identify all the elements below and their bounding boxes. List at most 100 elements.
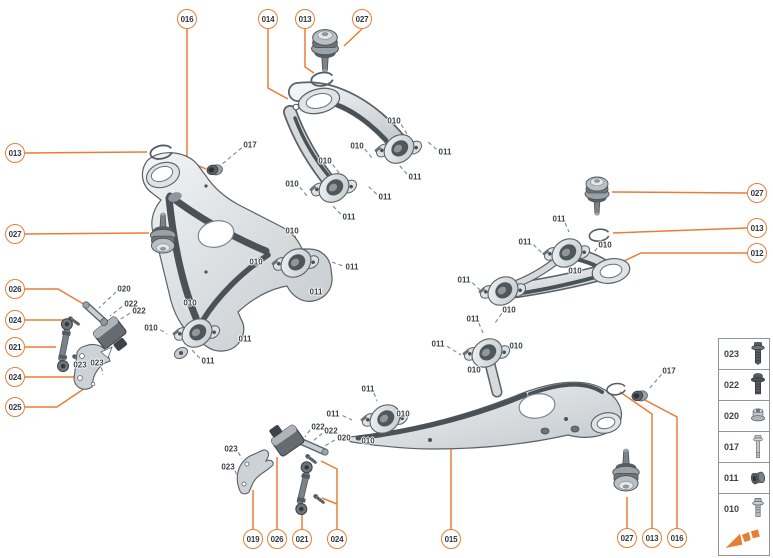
- leader-line-016: [186, 29, 207, 170]
- dash-leader: [373, 392, 378, 402]
- dash-leader: [426, 140, 437, 150]
- callout-013[interactable]: 013: [642, 528, 662, 548]
- part-label-010: 010: [509, 341, 523, 351]
- callout-026[interactable]: 026: [5, 279, 25, 299]
- callout-024[interactable]: 024: [327, 529, 347, 549]
- dash-leader: [98, 291, 117, 309]
- legend-item-010[interactable]: 010: [719, 494, 769, 524]
- leader-line-014: [267, 29, 289, 100]
- legend-footer-nav[interactable]: [719, 524, 769, 555]
- part-label-010: 010: [318, 156, 332, 166]
- sensor-bracket: [236, 449, 274, 495]
- legend-item-icon: [753, 435, 763, 459]
- part-label-010: 010: [285, 179, 299, 189]
- callout-027[interactable]: 027: [5, 224, 25, 244]
- dash-leader: [312, 432, 323, 442]
- dash-leader: [109, 306, 123, 317]
- callout-019[interactable]: 019: [243, 529, 263, 549]
- part-label-022: 022: [124, 299, 138, 309]
- leader-line-025: [25, 385, 89, 408]
- callout-013[interactable]: 013: [295, 9, 315, 29]
- part-label-011: 011: [552, 214, 566, 224]
- back-arrow-icon: [725, 526, 761, 553]
- legend-item-code: 023: [724, 349, 740, 360]
- part-label-022: 022: [324, 426, 338, 436]
- legend-item-020[interactable]: 020: [719, 401, 769, 433]
- ride-height-sensor-assembly-right: [236, 424, 329, 516]
- dash-leader: [220, 147, 243, 166]
- callout-016[interactable]: 016: [177, 9, 197, 29]
- dash-leader: [472, 282, 482, 292]
- part-label-010: 010: [183, 298, 197, 308]
- callout-015[interactable]: 015: [441, 529, 461, 549]
- part-label-011: 011: [466, 314, 480, 324]
- upper-control-arm-left-illustration: [283, 29, 425, 213]
- leader-line-013: [24, 151, 148, 154]
- part-label-011: 011: [431, 339, 445, 349]
- part-label-011: 011: [457, 275, 471, 285]
- part-label-022: 022: [132, 306, 146, 316]
- leader-line-024: [25, 363, 79, 378]
- dash-leader: [648, 373, 663, 390]
- callout-016[interactable]: 016: [667, 528, 687, 548]
- part-label-022: 022: [311, 422, 325, 432]
- part-label-011: 011: [238, 334, 252, 344]
- front-lower-control-arm-right-illustration: [347, 328, 650, 492]
- callout-014[interactable]: 014: [258, 9, 278, 29]
- dash-leader: [100, 367, 104, 376]
- leader-line-024: [320, 460, 338, 529]
- dash-leader: [342, 415, 353, 421]
- legend-item-022[interactable]: 022: [719, 370, 769, 402]
- part-label-020: 020: [337, 433, 351, 443]
- dash-leader: [332, 163, 340, 174]
- part-label-017: 017: [662, 366, 676, 376]
- callout-012[interactable]: 012: [747, 243, 767, 263]
- legend-item-023[interactable]: 023: [719, 339, 769, 371]
- callout-021[interactable]: 021: [292, 529, 312, 549]
- sensor-link-rod: [292, 460, 316, 516]
- part-label-010: 010: [361, 436, 375, 446]
- legend-item-code: 011: [724, 473, 739, 484]
- part-label-010: 010: [350, 141, 364, 151]
- part-label-020: 020: [117, 284, 131, 294]
- part-label-010: 010: [467, 365, 481, 375]
- callout-024[interactable]: 024: [5, 310, 25, 330]
- part-label-010: 010: [568, 266, 582, 276]
- legend-item-icon: [752, 498, 764, 518]
- rubber-bushing: [205, 162, 225, 178]
- callout-027[interactable]: 027: [617, 528, 637, 548]
- dash-leader: [160, 329, 168, 335]
- dash-leader: [304, 429, 311, 438]
- part-label-011: 011: [408, 172, 422, 182]
- sensor-link-rod: [54, 317, 76, 373]
- part-label-011: 011: [438, 147, 452, 157]
- leader-line-027: [611, 191, 748, 194]
- ball-joint: [584, 176, 610, 216]
- dash-leader: [234, 470, 238, 477]
- callout-027[interactable]: 027: [352, 9, 372, 29]
- part-label-011: 011: [361, 384, 375, 394]
- hardware-legend: 023 022 020 017 011: [718, 338, 770, 556]
- legend-item-icon: [750, 471, 766, 485]
- callout-024[interactable]: 024: [5, 367, 25, 387]
- front-lower-control-arm-left-illustration: [141, 142, 333, 360]
- callout-021[interactable]: 021: [5, 337, 25, 357]
- callout-027[interactable]: 027: [747, 183, 767, 203]
- callout-025[interactable]: 025: [5, 397, 25, 417]
- dash-leader: [364, 148, 373, 159]
- callout-013[interactable]: 013: [5, 143, 25, 163]
- part-label-023: 023: [221, 462, 235, 472]
- callout-026[interactable]: 026: [267, 529, 287, 549]
- legend-item-017[interactable]: 017: [719, 432, 769, 464]
- part-label-010: 010: [144, 323, 158, 333]
- leader-line-013: [612, 227, 748, 234]
- callout-013[interactable]: 013: [747, 218, 767, 238]
- dash-leader: [237, 452, 243, 460]
- legend-item-code: 017: [724, 442, 740, 453]
- dash-leader: [446, 345, 462, 356]
- part-label-023: 023: [224, 444, 238, 454]
- dash-leader: [478, 322, 484, 334]
- legend-item-011[interactable]: 011: [719, 463, 769, 495]
- legend-item-icon: [750, 408, 766, 422]
